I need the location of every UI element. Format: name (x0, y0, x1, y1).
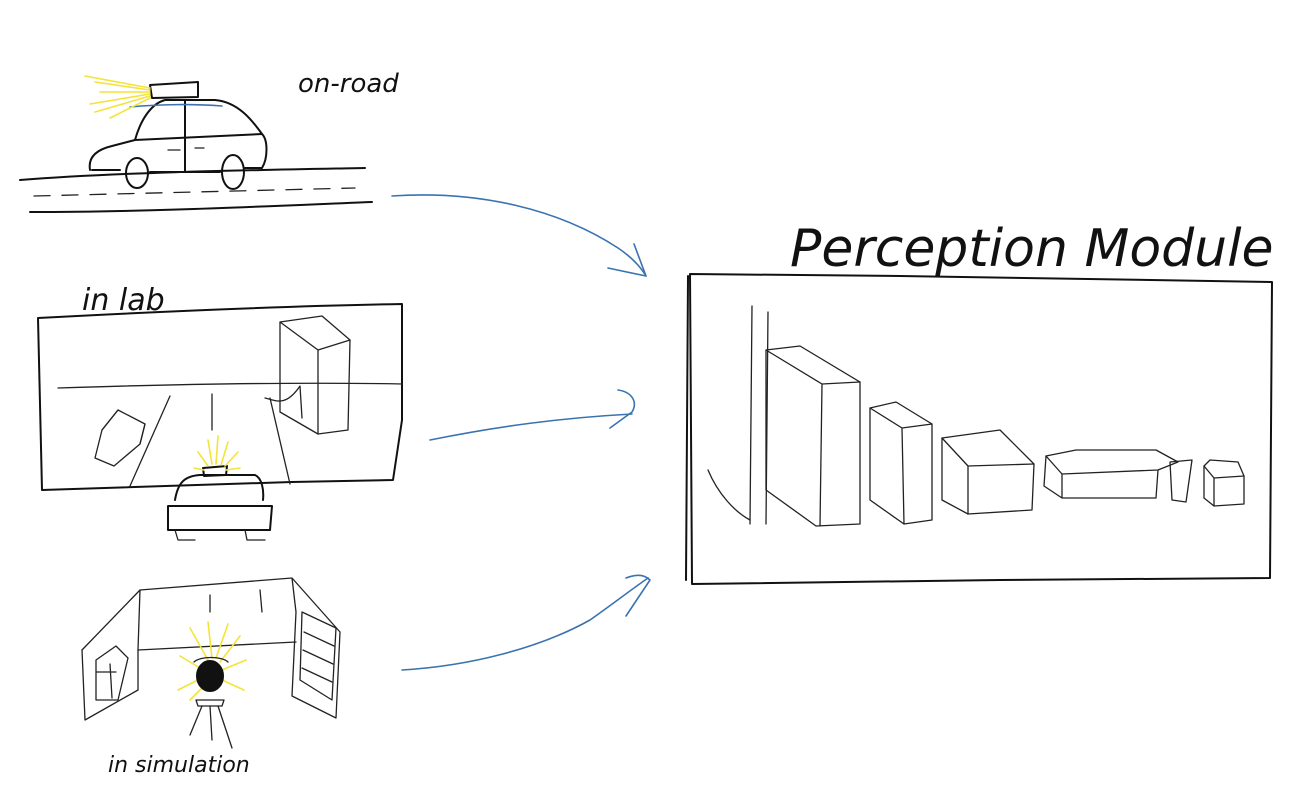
on-road-scene: on-road (19, 69, 399, 213)
module-tall-box-icon (765, 345, 861, 527)
road-edge-top (19, 167, 366, 181)
sim-room-marks (209, 589, 263, 613)
sim-room-back-wall (137, 589, 297, 651)
data-flow-arrows (391, 194, 651, 671)
arrow-in-simulation-to-module (401, 577, 649, 671)
module-medium-box-icon (869, 401, 933, 525)
sim-right-shelf-icon (299, 611, 337, 701)
roof-sensor-icon (149, 81, 199, 99)
module-small-cube-icon (1203, 459, 1245, 507)
road-edge-bottom (29, 201, 373, 213)
module-frame (689, 273, 1273, 585)
lab-lane-right (269, 397, 291, 485)
arrowhead-top (607, 243, 647, 277)
in-simulation-scene: in simulation (81, 577, 341, 778)
arrowhead-bottom (625, 574, 651, 617)
module-narrow-box-icon (1169, 459, 1193, 503)
perception-module: Perception Module (685, 219, 1274, 585)
light-rays-icon (84, 75, 151, 119)
sim-sensor-rig-icon (177, 621, 247, 749)
lab-vehicle-icon (167, 435, 273, 541)
arrow-on-road-to-module (391, 194, 647, 277)
on-road-label: on-road (298, 69, 399, 99)
lab-frame (37, 303, 403, 491)
car-icon (88, 81, 268, 190)
lab-horizon-line (57, 382, 403, 389)
lab-lane-left (129, 395, 171, 487)
in-lab-scene: in lab (37, 283, 403, 541)
lab-box-object-icon (264, 315, 351, 435)
arrowhead-middle (609, 389, 636, 429)
sim-left-box-icon (95, 645, 129, 701)
module-frame-left-double (685, 275, 689, 581)
road-center-dashes (33, 187, 356, 197)
lab-small-box-icon (94, 409, 146, 467)
module-object-column-icon (707, 305, 769, 525)
module-title: Perception Module (790, 219, 1274, 279)
sim-sensor-icon (196, 660, 224, 692)
arrow-in-lab-to-module (429, 413, 633, 441)
sim-room-left-wall (81, 649, 139, 721)
module-flat-box-icon (1043, 449, 1179, 499)
sim-room-frame (81, 577, 341, 719)
module-cube-box-icon (941, 429, 1035, 515)
in-simulation-label: in simulation (108, 753, 250, 778)
